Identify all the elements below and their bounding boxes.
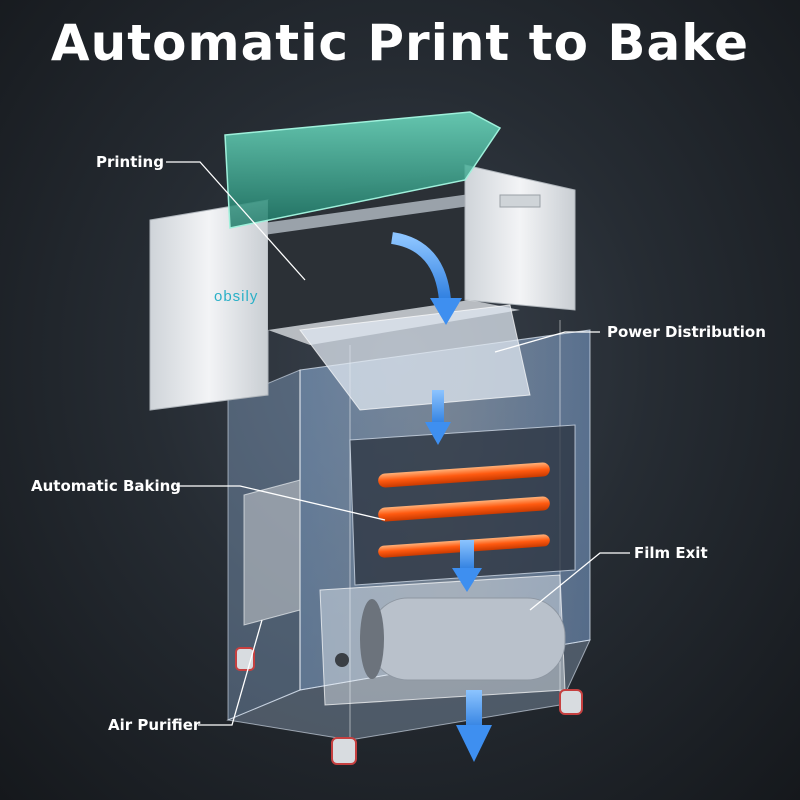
callout-lines <box>166 161 630 726</box>
callout-line-printing <box>166 161 306 281</box>
heater-tube-2 <box>378 496 550 522</box>
curved-arrow-head-icon <box>430 298 462 325</box>
callout-air-purifier: Air Purifier <box>108 716 201 734</box>
callout-power-distribution: Power Distribution <box>607 323 766 341</box>
heater-drawer <box>349 424 576 586</box>
down-arrow-icon-3 <box>456 690 492 762</box>
callout-film-exit: Film Exit <box>634 544 708 562</box>
heater-tube-1 <box>378 462 550 488</box>
page-title: Automatic Print to Bake <box>50 14 750 72</box>
callout-line-film-exit <box>529 552 630 611</box>
curved-arrow-icon <box>390 232 451 301</box>
callout-line-baking <box>176 485 386 521</box>
glass-lid <box>224 111 502 229</box>
down-arrow-icon <box>425 390 451 445</box>
callout-line-power <box>494 331 600 353</box>
callout-line-purifier <box>198 619 263 726</box>
brand-logo: obsily <box>214 288 259 305</box>
film-roll <box>319 574 566 706</box>
purifier-box <box>243 479 301 626</box>
callout-printing: Printing <box>96 153 164 171</box>
down-arrow-icon-2 <box>452 540 482 592</box>
feet <box>235 647 583 765</box>
callout-automatic-baking: Automatic Baking <box>31 477 182 495</box>
